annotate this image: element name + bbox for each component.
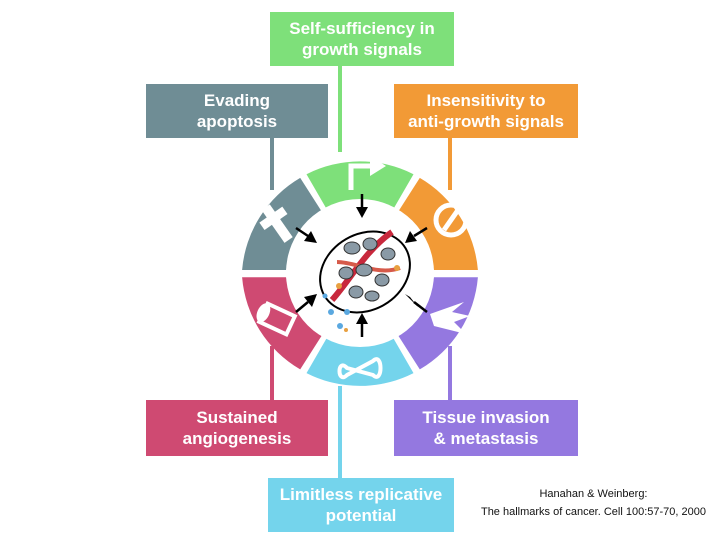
citation-reference: The hallmarks of cancer. Cell 100:57-70,… [480, 506, 706, 518]
citation-authors: Hanahan & Weinberg: [539, 488, 648, 500]
hallmark-box-self-sufficiency: Self-sufficiency in growth signals [270, 12, 454, 66]
infinity-icon [337, 357, 383, 380]
tumor-cells-icon [319, 229, 411, 332]
hallmark-box-insensitivity: Insensitivity to anti-growth signals [394, 84, 578, 138]
hallmark-label-limitless-replicative: Limitless replicative potential [279, 485, 443, 525]
hallmark-label-insensitivity: Insensitivity to anti-growth signals [408, 91, 564, 131]
cross-icon [259, 204, 293, 243]
hallmark-box-evading-apoptosis: Evading apoptosis [146, 84, 328, 138]
arrow-from-top-right [405, 226, 428, 243]
hallmark-box-tissue-invasion: Tissue invasion & metastasis [394, 400, 578, 456]
connector-lines [270, 66, 452, 478]
hallmark-box-limitless-replicative: Limitless replicative potential [268, 478, 454, 532]
arrow-from-bottom-left [295, 294, 317, 313]
hallmark-label-tissue-invasion: Tissue invasion & metastasis [422, 408, 550, 448]
hallmark-box-angiogenesis: Sustained angiogenesis [146, 400, 328, 456]
arrow-from-bottom [356, 313, 368, 337]
arrow-from-top [356, 194, 368, 218]
arrow-from-bottom-right [405, 294, 428, 313]
ring-segment-bottom-left [242, 277, 325, 370]
ring-segment-bottom [306, 335, 414, 386]
hallmark-label-angiogenesis: Sustained angiogenesis [182, 408, 292, 448]
hallmark-label-evading-apoptosis: Evading apoptosis [196, 91, 278, 131]
arrow-from-top-left [295, 226, 317, 243]
bent-arrow-icon [348, 156, 386, 190]
citation: Hanahan & Weinberg: The hallmarks of can… [481, 488, 706, 518]
ring-segment-top [306, 161, 414, 213]
tube-icon [256, 300, 298, 338]
segment-icons [256, 156, 470, 380]
zigzag-icon [430, 302, 470, 334]
prohibited-icon [433, 202, 469, 238]
hallmark-label-self-sufficiency: Self-sufficiency in growth signals [289, 19, 435, 59]
inward-arrows [295, 194, 428, 337]
